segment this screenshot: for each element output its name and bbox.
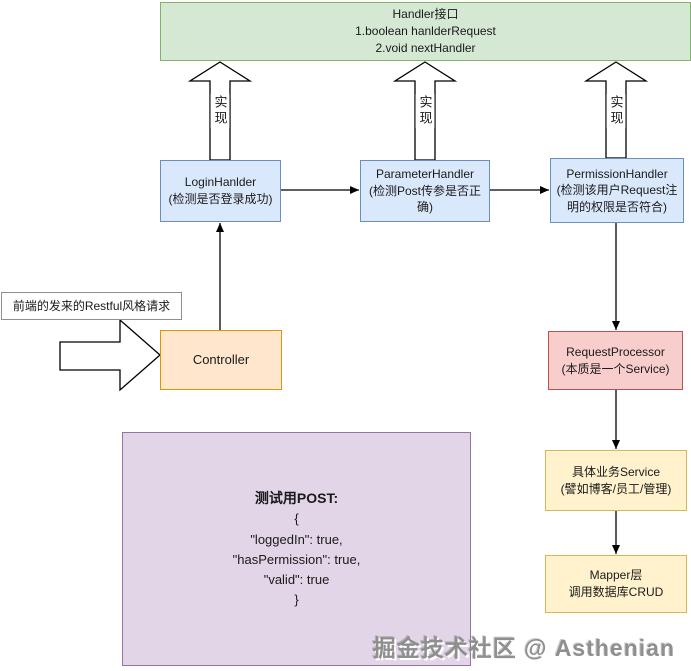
parameter-handler-desc: (检测Post传参是否正确) bbox=[368, 183, 481, 215]
test-post-line: "hasPermission": true, bbox=[232, 551, 361, 567]
request-flow-arrow bbox=[59, 318, 161, 392]
request-processor-box: RequestProcessor (本质是一个Service) bbox=[548, 331, 683, 390]
controller-box: Controller bbox=[160, 330, 282, 390]
handler-interface-box: Handler接口 1.boolean hanlderRequest 2.voi… bbox=[160, 2, 691, 61]
mapper-box: Mapper层 调用数据库CRUD bbox=[545, 555, 687, 613]
login-handler-box: LoginHanlder (检测是否登录成功) bbox=[160, 160, 281, 222]
mapper-title: Mapper层 bbox=[589, 568, 643, 583]
permission-handler-box: PermissionHandler (检测该用户Request注明的权限是否符合… bbox=[550, 158, 684, 223]
business-service-desc: (譬如博客/员工/管理) bbox=[560, 481, 672, 496]
test-post-line: "loggedIn": true, bbox=[250, 531, 343, 547]
login-handler-desc: (检测是否登录成功) bbox=[168, 192, 273, 206]
frontend-request-text: 前端的发来的Restful风格请求 bbox=[12, 298, 171, 313]
test-post-line: } bbox=[294, 592, 299, 608]
test-post-title: 测试用POST: bbox=[254, 489, 339, 506]
permission-handler-title: PermissionHandler bbox=[566, 167, 668, 182]
controller-title: Controller bbox=[192, 351, 250, 367]
test-post-box: 测试用POST: { "loggedIn": true, "hasPermiss… bbox=[122, 432, 471, 666]
business-service-title: 具体业务Service bbox=[571, 464, 660, 479]
request-processor-desc: (本质是一个Service) bbox=[561, 361, 670, 376]
mapper-desc: 调用数据库CRUD bbox=[568, 585, 664, 599]
parameter-handler-box: ParameterHandler (检测Post传参是否正确) bbox=[360, 160, 490, 222]
test-post-line: { bbox=[294, 511, 299, 527]
parameter-handler-title: ParameterHandler bbox=[375, 166, 475, 181]
test-post-line: "valid": true bbox=[263, 571, 330, 587]
request-processor-title: RequestProcessor bbox=[566, 344, 665, 359]
watermark: 掘金技术社区 @ Asthenian bbox=[372, 635, 675, 661]
implements-label-parameter: 实现 bbox=[415, 94, 435, 128]
implements-label-permission: 实现 bbox=[606, 94, 626, 128]
handler-interface-method-2: 2.void nextHandler bbox=[375, 40, 476, 55]
login-handler-title: LoginHanlder bbox=[184, 175, 257, 190]
implements-label-login: 实现 bbox=[210, 94, 230, 128]
handler-interface-title: Handler接口 bbox=[392, 7, 459, 22]
permission-handler-desc: (检测该用户Request注明的权限是否符合) bbox=[556, 183, 678, 214]
handler-interface-method-1: 1.boolean hanlderRequest bbox=[355, 24, 496, 39]
business-service-box: 具体业务Service (譬如博客/员工/管理) bbox=[545, 450, 687, 511]
frontend-request-label: 前端的发来的Restful风格请求 bbox=[1, 292, 182, 320]
